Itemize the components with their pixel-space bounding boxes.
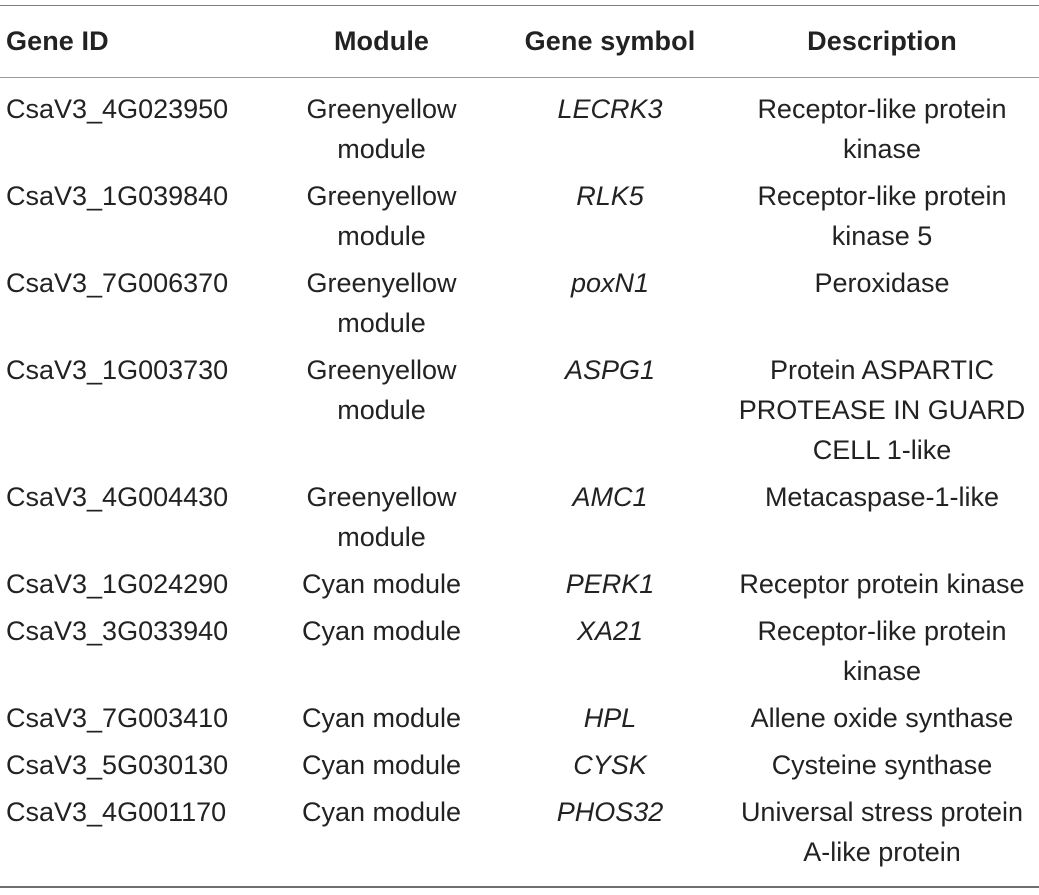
cell-gene-symbol: HPL: [583, 703, 637, 733]
cell-gene-id: CsaV3_1G003730: [6, 355, 229, 385]
cell-description: Receptor-like protein kinase: [757, 616, 1007, 686]
table-row: CsaV3_5G030130 Cyan module CYSK Cysteine sy…: [0, 745, 1039, 792]
cell-module: Cyan module: [301, 703, 462, 733]
table-row: CsaV3_1G039840 Greenyellow module RLK5 Rece…: [0, 176, 1039, 263]
header-description: Description: [807, 26, 957, 56]
cell-gene-symbol: AMC1: [572, 482, 648, 512]
cell-description: Allene oxide synthase: [750, 703, 1014, 733]
cell-module: Cyan module: [301, 569, 462, 599]
cell-module: Greenyellow module: [306, 355, 457, 425]
cell-description: Metacaspase-1-like: [764, 482, 1000, 512]
cell-gene-symbol: ASPG1: [564, 355, 656, 385]
cell-gene-id: CsaV3_7G003410: [6, 703, 229, 733]
header-module: Module: [333, 26, 430, 56]
table-row: CsaV3_7G003410 Cyan module HPL Allene oxide…: [0, 698, 1039, 745]
cell-module: Greenyellow module: [306, 482, 457, 552]
cell-gene-id: CsaV3_4G023950: [6, 94, 229, 124]
cell-gene-id: CsaV3_3G033940: [6, 616, 229, 646]
table-header-row: Gene ID Module Gene symbol Description: [0, 6, 1039, 77]
cell-gene-symbol: PERK1: [565, 569, 655, 599]
cell-module: Cyan module: [301, 616, 462, 646]
cell-gene-symbol: PHOS32: [556, 797, 664, 827]
cell-description: Receptor protein kinase: [739, 569, 1025, 599]
cell-module: Greenyellow module: [306, 268, 457, 338]
cell-description: Receptor-like protein kinase 5: [757, 181, 1007, 251]
cell-gene-symbol: poxN1: [570, 268, 650, 298]
gene-table: Gene ID Module Gene symbol Description C…: [0, 6, 1039, 879]
table-row: CsaV3_1G024290 Cyan module PERK1 Receptor p…: [0, 564, 1039, 611]
cell-description: Peroxidase: [814, 268, 950, 298]
cell-gene-id: CsaV3_7G006370: [6, 268, 229, 298]
cell-module: Cyan module: [301, 750, 462, 780]
cell-description: Universal stress protein A-like protein: [740, 797, 1024, 867]
cell-gene-id: CsaV3_1G039840: [6, 181, 229, 211]
cell-gene-symbol: CYSK: [573, 750, 647, 780]
cell-gene-id: CsaV3_4G004430: [6, 482, 229, 512]
cell-gene-symbol: XA21: [576, 616, 644, 646]
cell-gene-id: CsaV3_1G024290: [6, 569, 229, 599]
cell-description: Receptor-like protein kinase: [757, 94, 1007, 164]
table-row: CsaV3_4G004430 Greenyellow module AMC1 Meta…: [0, 477, 1039, 564]
table-header-rule: [0, 77, 1039, 78]
table-row: CsaV3_1G003730 Greenyellow module ASPG1 Pro…: [0, 350, 1039, 477]
cell-description: Protein ASPARTIC PROTEASE IN GUARD CELL …: [738, 355, 1026, 465]
table-row: CsaV3_3G033940 Cyan module XA21 Receptor-li…: [0, 611, 1039, 698]
cell-module: Cyan module: [301, 797, 462, 827]
table-row: CsaV3_7G006370 Greenyellow module poxN1 Per…: [0, 263, 1039, 350]
cell-gene-id: CsaV3_4G001170: [6, 797, 227, 827]
cell-description: Cysteine synthase: [771, 750, 993, 780]
table-bottom-rule: [0, 886, 1039, 888]
table-row: CsaV3_4G023950 Greenyellow module LECRK3 Re…: [0, 77, 1039, 176]
table-top-rule: [0, 5, 1039, 6]
cell-gene-id: CsaV3_5G030130: [6, 750, 229, 780]
cell-module: Greenyellow module: [306, 94, 457, 164]
cell-module: Greenyellow module: [306, 181, 457, 251]
header-gene-id: Gene ID: [6, 26, 109, 56]
cell-gene-symbol: RLK5: [576, 181, 644, 211]
table-row: CsaV3_4G001170 Cyan module PHOS32 Universal…: [0, 792, 1039, 879]
header-gene-symbol: Gene symbol: [524, 26, 696, 56]
cell-gene-symbol: LECRK3: [557, 94, 663, 124]
